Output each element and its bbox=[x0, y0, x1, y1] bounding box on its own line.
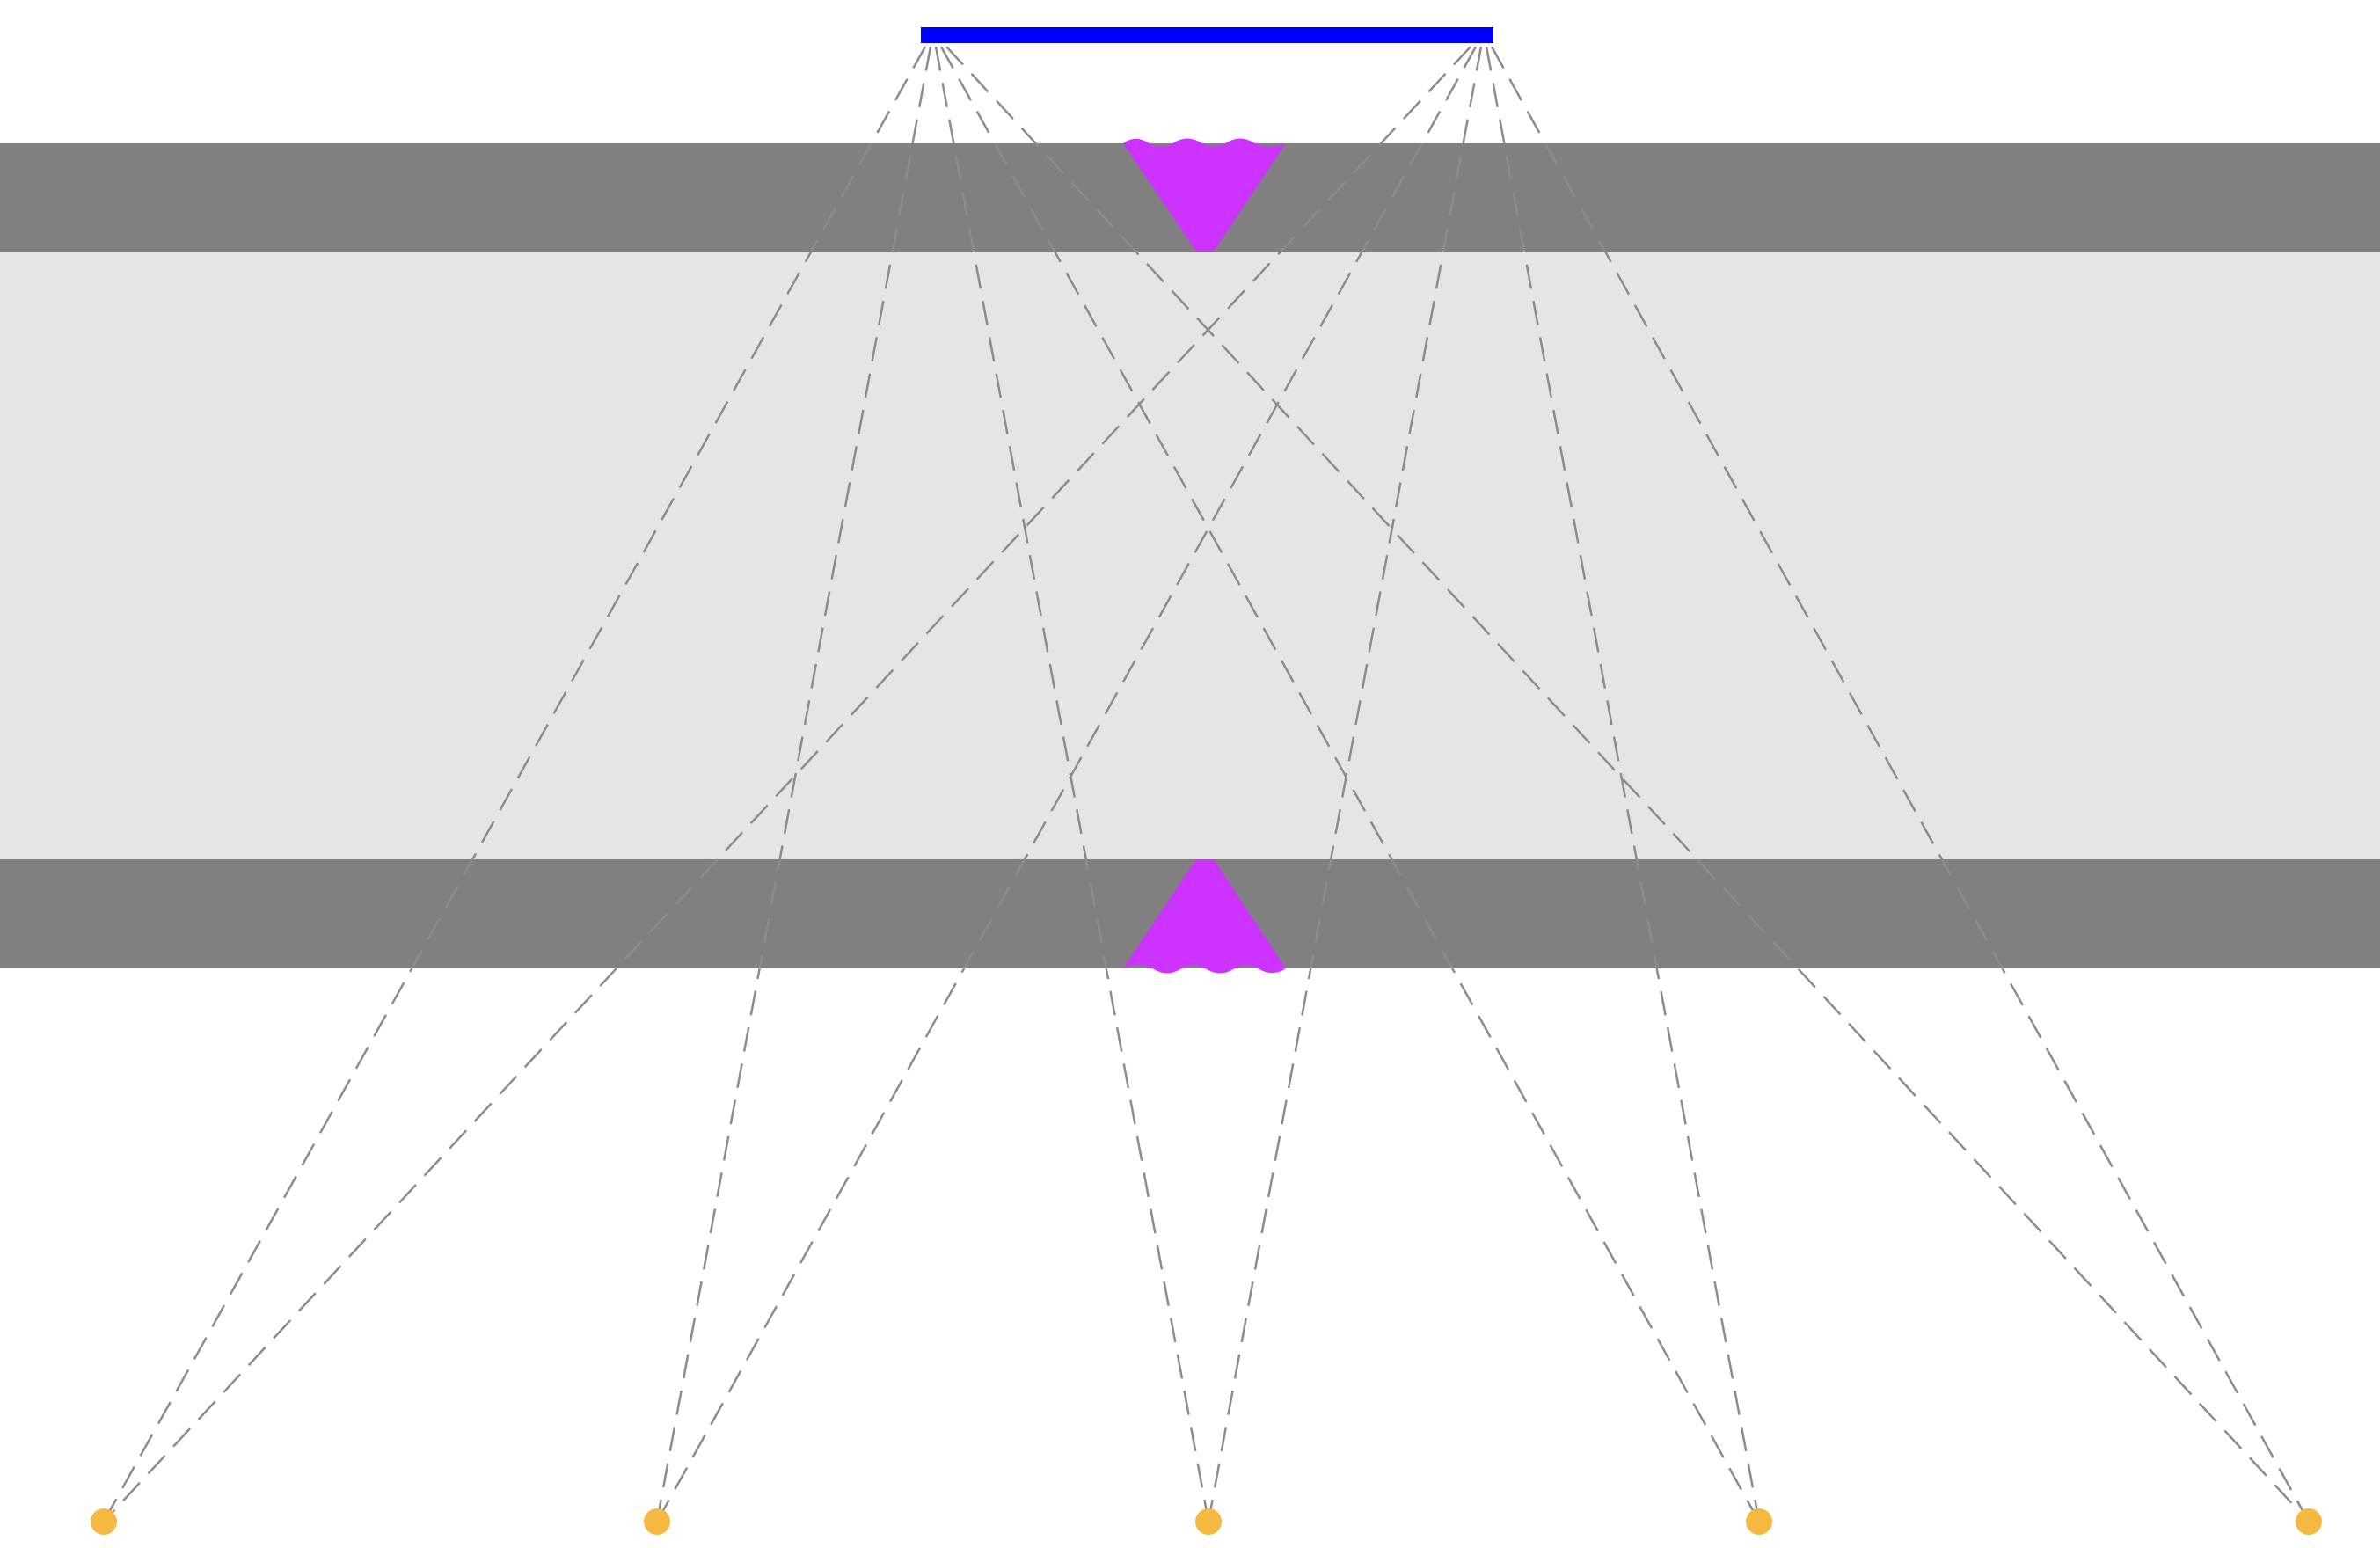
ray-3-right bbox=[1207, 46, 1483, 1522]
ray-2-left bbox=[655, 46, 932, 1522]
ray-3-left bbox=[934, 46, 1210, 1522]
ray-4-right bbox=[1485, 46, 1761, 1522]
point-4 bbox=[1746, 1508, 1772, 1535]
ray-2-right bbox=[655, 46, 1478, 1522]
light-gray-region bbox=[0, 251, 2380, 860]
blue-bar bbox=[921, 27, 1493, 43]
point-3 bbox=[1195, 1508, 1222, 1535]
point-1 bbox=[91, 1508, 117, 1535]
points-group bbox=[91, 1508, 2322, 1535]
ray-1-right bbox=[103, 46, 1471, 1522]
lower-magenta-triangle bbox=[1123, 859, 1286, 974]
point-2 bbox=[644, 1508, 670, 1535]
ray-1-left bbox=[102, 46, 927, 1522]
upper-magenta-triangle bbox=[1123, 138, 1286, 252]
rays-group bbox=[102, 46, 2311, 1522]
ray-5-left bbox=[945, 46, 2310, 1522]
ray-4-left bbox=[939, 46, 1761, 1522]
ray-5-right bbox=[1490, 46, 2311, 1522]
point-5 bbox=[2296, 1508, 2322, 1535]
